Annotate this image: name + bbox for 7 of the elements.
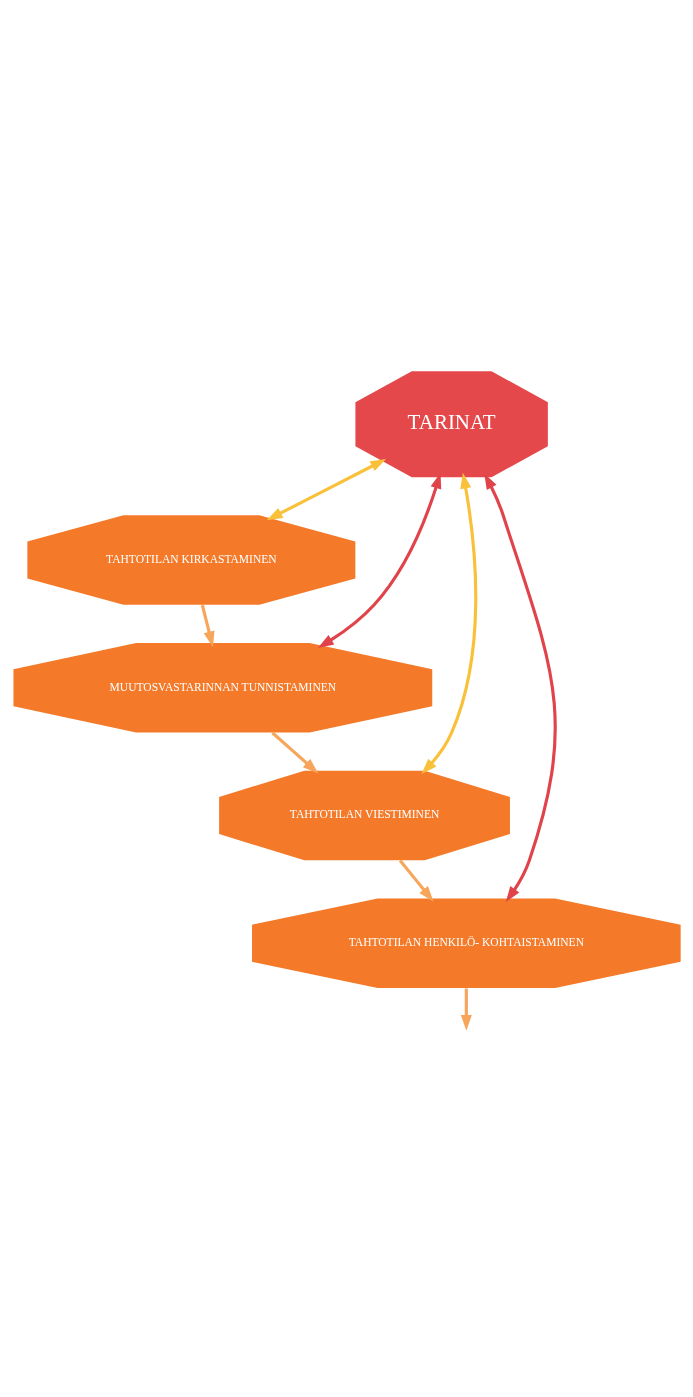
arrow: [460, 988, 472, 1031]
arrow: [266, 458, 386, 520]
arrow: [421, 472, 477, 774]
arrow: [483, 472, 557, 902]
arrow: [270, 731, 318, 773]
arrow: [200, 604, 214, 647]
arrow: [398, 859, 434, 902]
